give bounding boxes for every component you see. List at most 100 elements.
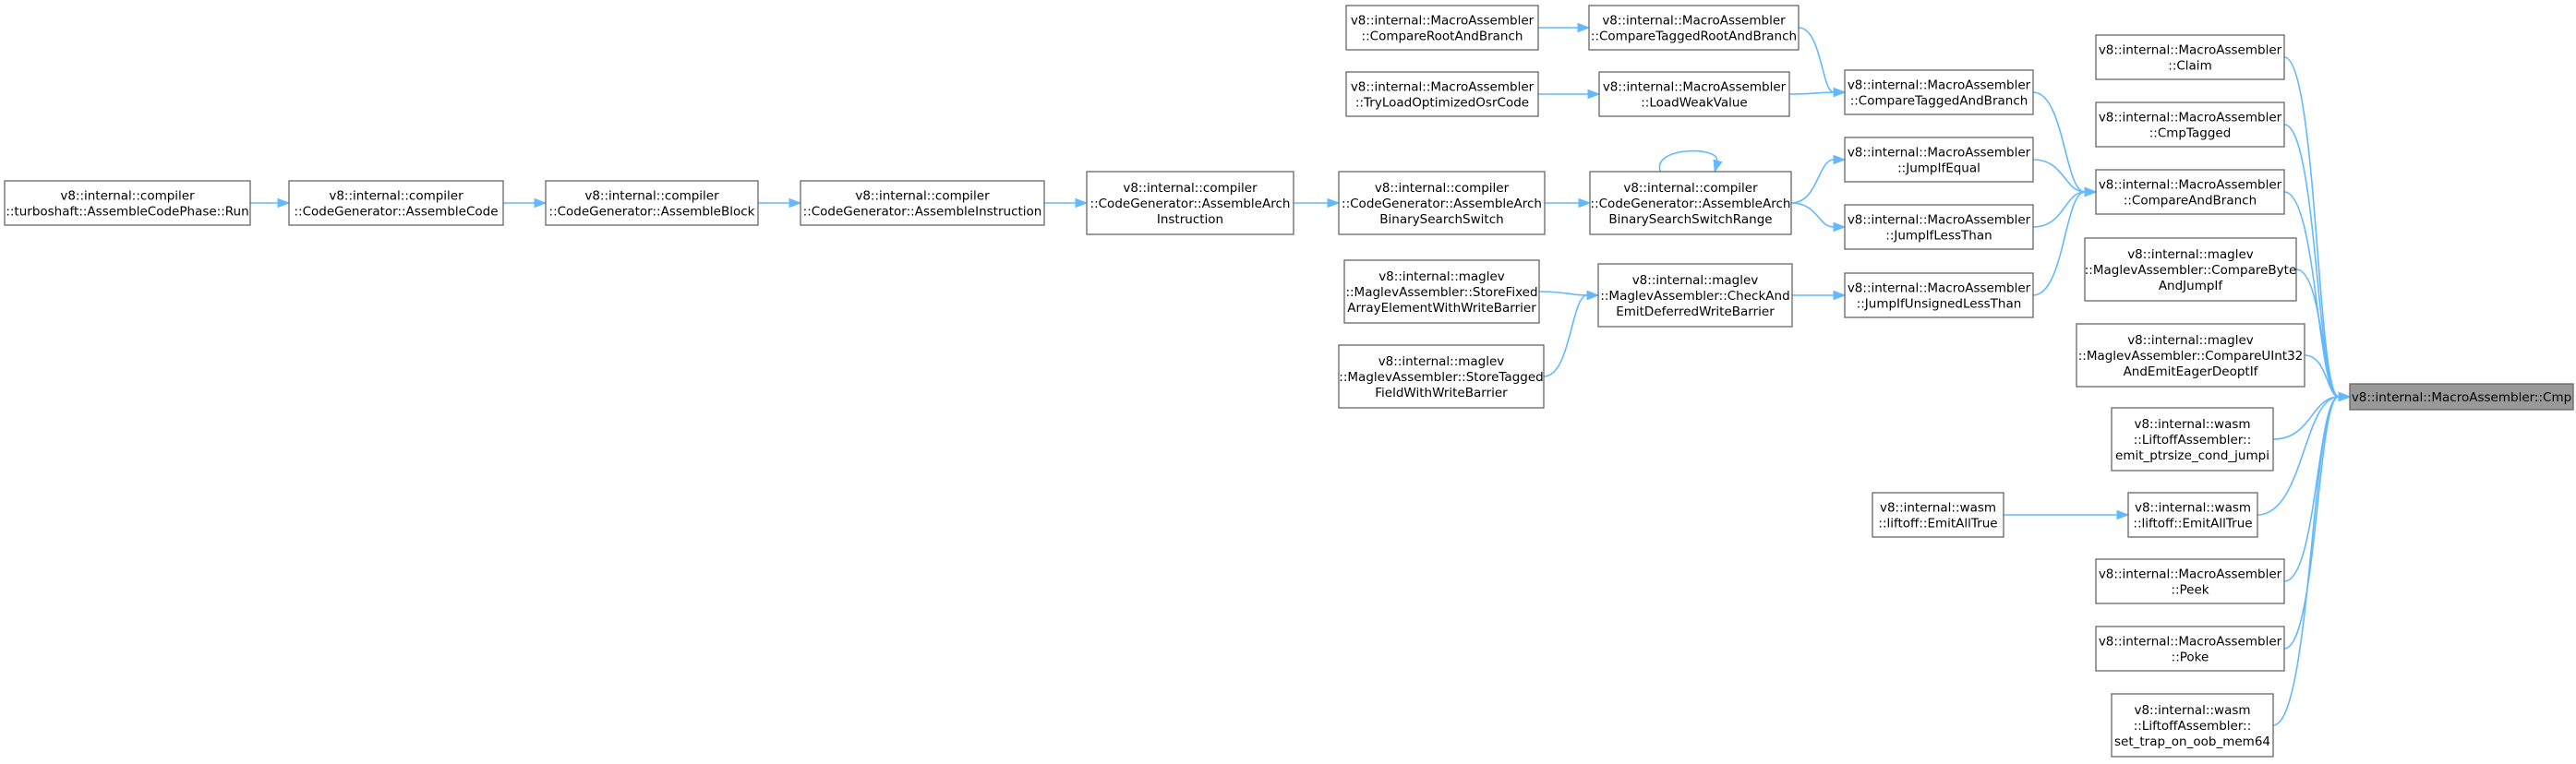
node-label-line: v8::internal::MacroAssembler bbox=[1351, 14, 1535, 29]
node-label-line: v8::internal::maglev bbox=[2127, 333, 2254, 348]
edge-cmp_and_branch-to-jump_unsigned_less bbox=[2032, 186, 2098, 296]
node-turbo-run[interactable]: v8::internal::compiler::turboshaft::Asse… bbox=[4, 180, 251, 226]
node-label-line: Instruction bbox=[1157, 212, 1223, 227]
node-label-line: ::CodeGenerator::AssembleArch bbox=[1342, 197, 1542, 211]
node-check-emit-barrier[interactable]: v8::internal::maglev::MaglevAssembler::C… bbox=[1597, 263, 1793, 328]
node-label-line: v8::internal::MacroAssembler::Cmp bbox=[2352, 390, 2571, 405]
node-cmp-tagged-root-branch[interactable]: v8::internal::MacroAssembler::CompareTag… bbox=[1588, 5, 1800, 51]
node-label-line: ::LoadWeakValue bbox=[1641, 96, 1748, 111]
node-store-tagged[interactable]: v8::internal::maglev::MaglevAssembler::S… bbox=[1338, 344, 1545, 409]
node-label-line: v8::internal::MacroAssembler bbox=[2099, 178, 2282, 193]
edge-bin_switch_range-to-bin_switch_range bbox=[1658, 149, 1723, 173]
node-cmp-root[interactable]: v8::internal::MacroAssembler::Cmp bbox=[2349, 383, 2574, 411]
node-label-line: v8::internal::wasm bbox=[2135, 501, 2251, 516]
edge-liftoff_emit_all_true_b-to-liftoff_emit_all_true_a bbox=[2004, 509, 2130, 520]
node-label-line: ::CmpTagged bbox=[2149, 126, 2232, 141]
node-liftoff-emit-all-true-a[interactable]: v8::internal::wasm::liftoff::EmitAllTrue bbox=[1872, 492, 2004, 538]
node-try-load-osr[interactable]: v8::internal::MacroAssembler::TryLoadOpt… bbox=[1345, 71, 1539, 117]
node-bin-switch-range[interactable]: v8::internal::compiler::CodeGenerator::A… bbox=[1589, 171, 1792, 235]
node-label-line: v8::internal::wasm bbox=[1880, 501, 1996, 516]
node-label-line: v8::internal::MacroAssembler bbox=[1603, 80, 1787, 95]
node-label-line: ::CompareRootAndBranch bbox=[1362, 30, 1523, 44]
node-label-line: v8::internal::compiler bbox=[329, 189, 463, 204]
node-label-line: v8::internal::compiler bbox=[855, 189, 990, 204]
node-store-fixed[interactable]: v8::internal::maglev::MaglevAssembler::S… bbox=[1343, 259, 1540, 324]
edge-bin_switch_range-to-bin_switch bbox=[1545, 197, 1592, 209]
node-label-line: ::CompareAndBranch bbox=[2124, 194, 2257, 209]
edge-jump_unsigned_less-to-check_emit_barrier bbox=[1791, 290, 1847, 301]
node-layer: v8::internal::compiler::turboshaft::Asse… bbox=[4, 5, 2574, 758]
node-label-line: v8::internal::MacroAssembler bbox=[2099, 567, 2282, 582]
node-poke[interactable]: v8::internal::MacroAssembler::Poke bbox=[2095, 626, 2285, 672]
edge-cmp_root-to-poke bbox=[2283, 391, 2352, 650]
node-label-line: v8::internal::MacroAssembler bbox=[1848, 146, 2031, 161]
edge-cmp_root-to-set_trap_oob bbox=[2272, 391, 2352, 726]
node-emit-ptrsize-cond[interactable]: v8::internal::wasm::LiftoffAssembler::em… bbox=[2111, 407, 2274, 472]
node-label-line: v8::internal::maglev bbox=[1378, 269, 1505, 284]
node-label-line: FieldWithWriteBarrier bbox=[1375, 386, 1508, 400]
node-cmp-uint32-deopt[interactable]: v8::internal::maglev::MaglevAssembler::C… bbox=[2076, 323, 2305, 388]
node-label-line: ::liftoff::EmitAllTrue bbox=[1878, 517, 1997, 531]
node-jump-unsigned-less[interactable]: v8::internal::MacroAssembler::JumpIfUnsi… bbox=[1844, 272, 2034, 318]
node-label-line: ::CodeGenerator::AssembleBlock bbox=[549, 205, 755, 220]
node-label-line: v8::internal::maglev bbox=[2127, 247, 2254, 262]
node-jump-less[interactable]: v8::internal::MacroAssembler::JumpIfLess… bbox=[1844, 204, 2034, 250]
node-label-line: ::liftoff::EmitAllTrue bbox=[2133, 517, 2252, 531]
edge-asm_instr-to-asm_block bbox=[758, 197, 802, 209]
edge-jump_less-to-bin_switch_range bbox=[1790, 202, 1847, 233]
node-label-line: v8::internal::MacroAssembler bbox=[2099, 43, 2282, 58]
node-load-weak[interactable]: v8::internal::MacroAssembler::LoadWeakVa… bbox=[1598, 71, 1790, 117]
node-label-line: v8::internal::compiler bbox=[1623, 181, 1758, 196]
node-bin-switch[interactable]: v8::internal::compiler::CodeGenerator::A… bbox=[1338, 171, 1546, 235]
node-label-line: v8::internal::MacroAssembler bbox=[1848, 281, 2031, 296]
node-asm-block[interactable]: v8::internal::compiler::CodeGenerator::A… bbox=[545, 180, 759, 226]
node-cmp-tagged[interactable]: v8::internal::MacroAssembler::CmpTagged bbox=[2095, 101, 2285, 148]
node-label-line: ::MaglevAssembler::StoreTagged bbox=[1339, 370, 1543, 385]
edge-jump_equal-to-bin_switch_range bbox=[1790, 154, 1847, 204]
node-asm-code[interactable]: v8::internal::compiler::CodeGenerator::A… bbox=[288, 180, 504, 226]
node-asm-arch-instr[interactable]: v8::internal::compiler::CodeGenerator::A… bbox=[1086, 171, 1294, 235]
node-jump-equal[interactable]: v8::internal::MacroAssembler::JumpIfEqua… bbox=[1844, 137, 2034, 183]
node-label-line: ::JumpIfEqual bbox=[1897, 161, 1980, 176]
node-label-line: ::CodeGenerator::AssembleArch bbox=[1090, 197, 1291, 211]
node-liftoff-emit-all-true-b[interactable]: v8::internal::wasm::liftoff::EmitAllTrue bbox=[2127, 492, 2258, 538]
node-label-line: v8::internal::wasm bbox=[2134, 703, 2250, 718]
node-label-line: EmitDeferredWriteBarrier bbox=[1616, 304, 1775, 319]
node-label-line: ::MaglevAssembler::CheckAnd bbox=[1600, 289, 1789, 304]
edge-layer bbox=[250, 22, 2352, 726]
node-cmp-and-branch[interactable]: v8::internal::MacroAssembler::CompareAnd… bbox=[2095, 169, 2285, 215]
node-cmp-root-branch[interactable]: v8::internal::MacroAssembler::CompareRoo… bbox=[1345, 5, 1539, 51]
edge-cmp_tagged_branch-to-load_weak bbox=[1788, 87, 1847, 98]
node-claim[interactable]: v8::internal::MacroAssembler::Claim bbox=[2095, 34, 2285, 80]
node-label-line: v8::internal::compiler bbox=[584, 189, 719, 204]
node-label-line: v8::internal::MacroAssembler bbox=[2099, 111, 2282, 125]
node-cmp-tagged-branch[interactable]: v8::internal::MacroAssembler::CompareTag… bbox=[1844, 69, 2034, 115]
node-label-line: ::CompareTaggedRootAndBranch bbox=[1591, 30, 1797, 44]
node-asm-instr[interactable]: v8::internal::compiler::CodeGenerator::A… bbox=[800, 180, 1045, 226]
node-label-line: v8::internal::MacroAssembler bbox=[2099, 635, 2282, 650]
edge-bin_switch-to-asm_arch_instr bbox=[1294, 197, 1341, 209]
node-label-line: ::MaglevAssembler::StoreFixed bbox=[1345, 285, 1537, 300]
edge-check_emit_barrier-to-store_tagged bbox=[1543, 290, 1600, 377]
node-set-trap-oob[interactable]: v8::internal::wasm::LiftoffAssembler::se… bbox=[2111, 693, 2274, 758]
edge-cmp_tagged_branch-to-cmp_tagged_root_branch bbox=[1798, 27, 1847, 98]
node-label-line: ::turboshaft::AssembleCodePhase::Run bbox=[6, 205, 248, 220]
node-label-line: v8::internal::MacroAssembler bbox=[1602, 14, 1786, 29]
node-label-line: AndJumpIf bbox=[2159, 279, 2224, 293]
node-label-line: ::Poke bbox=[2172, 651, 2209, 665]
node-label-line: set_trap_on_oob_mem64 bbox=[2114, 734, 2270, 749]
node-label-line: ::Claim bbox=[2168, 59, 2211, 74]
node-label-line: v8::internal::MacroAssembler bbox=[1351, 80, 1535, 95]
node-label-line: BinarySearchSwitchRange bbox=[1608, 212, 1772, 227]
node-label-line: ::LiftoffAssembler:: bbox=[2134, 433, 2252, 448]
node-label-line: ::MaglevAssembler::CompareByte bbox=[2085, 263, 2297, 278]
node-label-line: ::MaglevAssembler::CompareUInt32 bbox=[2078, 349, 2304, 364]
node-label-line: v8::internal::MacroAssembler bbox=[1848, 78, 2031, 93]
edge-asm_arch_instr-to-asm_instr bbox=[1044, 197, 1089, 209]
edge-cmp_and_branch-to-cmp_tagged_branch bbox=[2032, 91, 2098, 197]
node-label-line: v8::internal::MacroAssembler bbox=[1848, 213, 2031, 228]
node-peek[interactable]: v8::internal::MacroAssembler::Peek bbox=[2095, 558, 2285, 604]
node-cmp-byte-jump[interactable]: v8::internal::maglev::MaglevAssembler::C… bbox=[2084, 237, 2297, 302]
node-label-line: v8::internal::maglev bbox=[1632, 273, 1759, 288]
edge-load_weak-to-try_load_osr bbox=[1538, 89, 1601, 100]
